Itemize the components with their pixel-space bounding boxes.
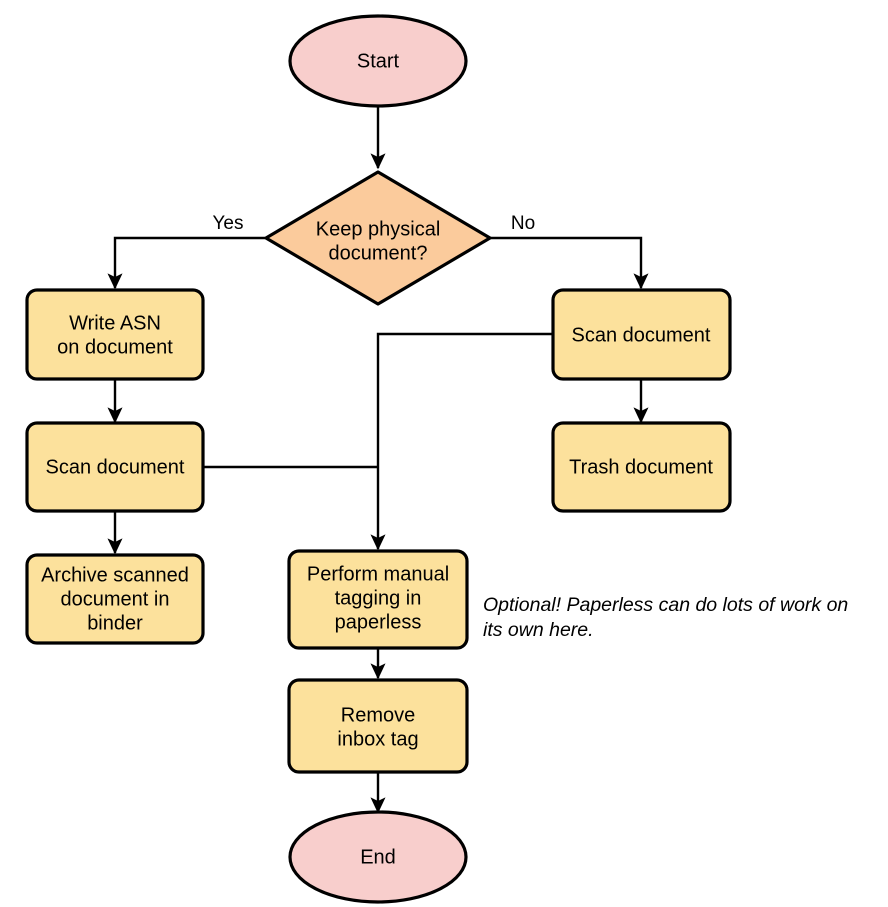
node-start[interactable]: Start bbox=[288, 14, 468, 108]
decision-label-line1: Keep physical bbox=[316, 218, 441, 240]
archive-label-line3: binder bbox=[87, 612, 143, 634]
node-remove-inbox-tag[interactable]: Remove inbox tag bbox=[287, 678, 469, 774]
remove-inbox-tag-box bbox=[287, 678, 469, 774]
manual-tagging-box bbox=[287, 549, 469, 650]
scan-document-right-box bbox=[551, 288, 732, 381]
node-archive-scanned-document[interactable]: Archive scanned document in binder bbox=[25, 553, 205, 645]
trash-document-label: Trash document bbox=[569, 456, 713, 478]
node-decision-keep-physical-document[interactable]: Keep physical document? bbox=[264, 170, 492, 306]
remove-inbox-label-line2: inbox tag bbox=[337, 728, 418, 750]
end-ellipse bbox=[288, 810, 468, 904]
manual-tagging-label-line2: tagging in bbox=[335, 587, 422, 609]
start-label: Start bbox=[357, 50, 400, 72]
node-manual-tagging[interactable]: Perform manual tagging in paperless bbox=[287, 549, 469, 650]
write-asn-label-line2: on document bbox=[57, 336, 173, 358]
write-asn-box bbox=[25, 288, 205, 381]
scan-document-left-box bbox=[25, 421, 205, 513]
edge-label-no: No bbox=[511, 213, 535, 234]
annotation-line1: Optional! Paperless can do lots of work … bbox=[483, 594, 848, 616]
end-label: End bbox=[360, 846, 396, 868]
start-ellipse bbox=[288, 14, 468, 108]
manual-tagging-label-line3: paperless bbox=[335, 611, 422, 633]
node-scan-document-right[interactable]: Scan document bbox=[551, 288, 732, 381]
edge-scan-right-to-manual-tagging bbox=[370, 332, 553, 551]
remove-inbox-label-line1: Remove bbox=[341, 704, 415, 726]
trash-document-box bbox=[551, 421, 732, 513]
decision-label-line2: document? bbox=[329, 242, 428, 264]
scan-document-right-label: Scan document bbox=[572, 324, 711, 346]
node-trash-document[interactable]: Trash document bbox=[551, 421, 732, 513]
write-asn-label-line1: Write ASN bbox=[69, 312, 161, 334]
archive-label-line1: Archive scanned bbox=[41, 564, 189, 586]
edge-label-yes: Yes bbox=[213, 213, 244, 234]
node-scan-document-left[interactable]: Scan document bbox=[25, 421, 205, 513]
manual-tagging-label-line1: Perform manual bbox=[307, 563, 449, 585]
node-end[interactable]: End bbox=[288, 810, 468, 904]
annotation-line2: its own here. bbox=[483, 619, 594, 641]
scan-document-left-label: Scan document bbox=[46, 456, 185, 478]
decision-diamond bbox=[264, 170, 492, 306]
edge-decision-no-to-scan-right bbox=[490, 236, 649, 290]
archive-box bbox=[25, 553, 205, 645]
node-write-asn[interactable]: Write ASN on document bbox=[25, 288, 205, 381]
archive-label-line2: document in bbox=[61, 588, 170, 610]
annotation-optional-note: Optional! Paperless can do lots of work … bbox=[483, 594, 848, 641]
edge-decision-yes-to-write-asn bbox=[107, 236, 265, 290]
